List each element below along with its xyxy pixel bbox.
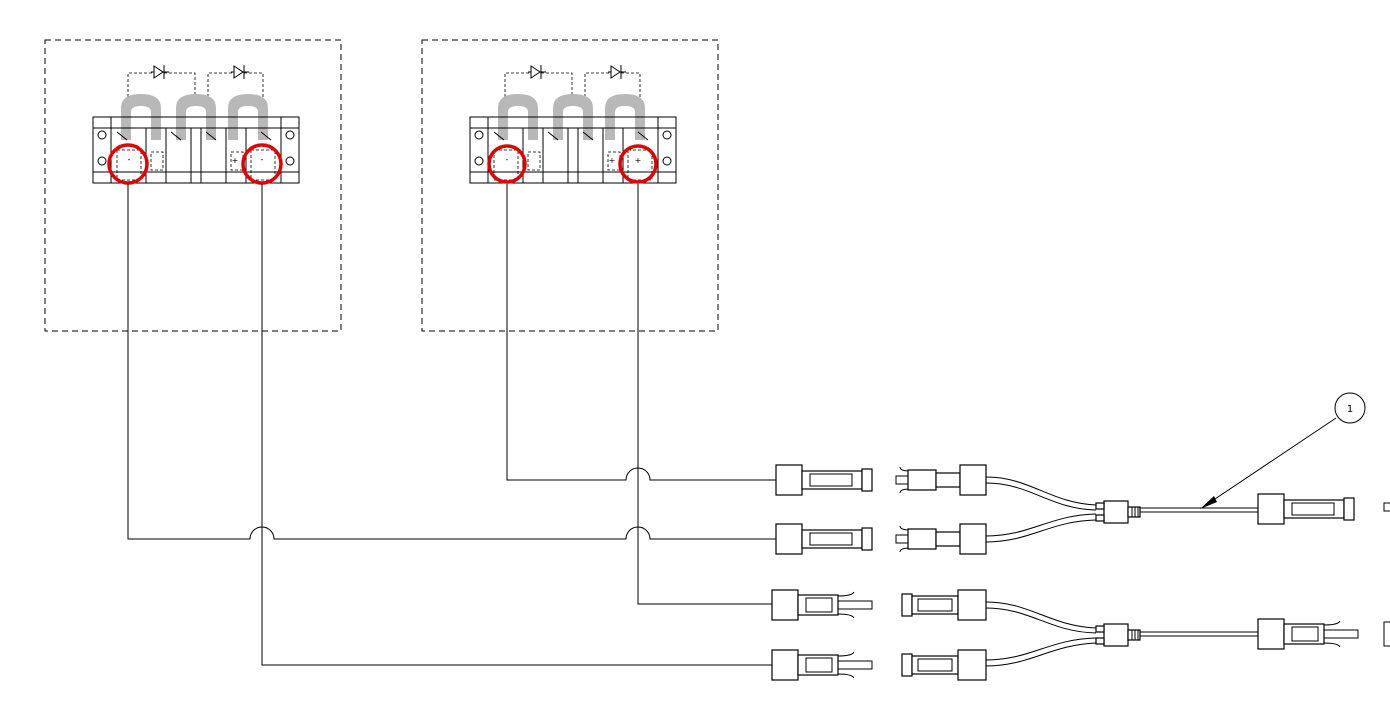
terminal-plus-label: +	[635, 156, 642, 165]
callout-label: 1	[1347, 404, 1353, 415]
terminal-plus-label: +	[609, 156, 616, 165]
callout-circle	[1334, 392, 1366, 424]
y-harness-lower	[985, 601, 1390, 667]
junction-box-right: - + +	[421, 39, 719, 332]
terminal-minus-label: -	[128, 155, 131, 164]
highlight-left-negative	[107, 143, 149, 185]
y-harness-upper	[985, 476, 1390, 543]
junction-box-left: - + -	[44, 39, 342, 332]
terminal-minus-label: -	[261, 155, 264, 164]
connector-pair-3	[771, 589, 987, 621]
highlight-right-negative	[487, 144, 527, 184]
highlight-right-positive	[618, 144, 658, 184]
terminal-minus-label: -	[506, 155, 509, 164]
terminal-plus-label: +	[232, 156, 239, 165]
wire-routing	[127, 184, 776, 666]
connector-pair-2	[775, 523, 987, 555]
highlight-left-positive	[241, 143, 283, 185]
connector-pair-1	[775, 464, 987, 496]
callout: 1	[1200, 392, 1366, 509]
connector-pair-4	[771, 649, 987, 681]
